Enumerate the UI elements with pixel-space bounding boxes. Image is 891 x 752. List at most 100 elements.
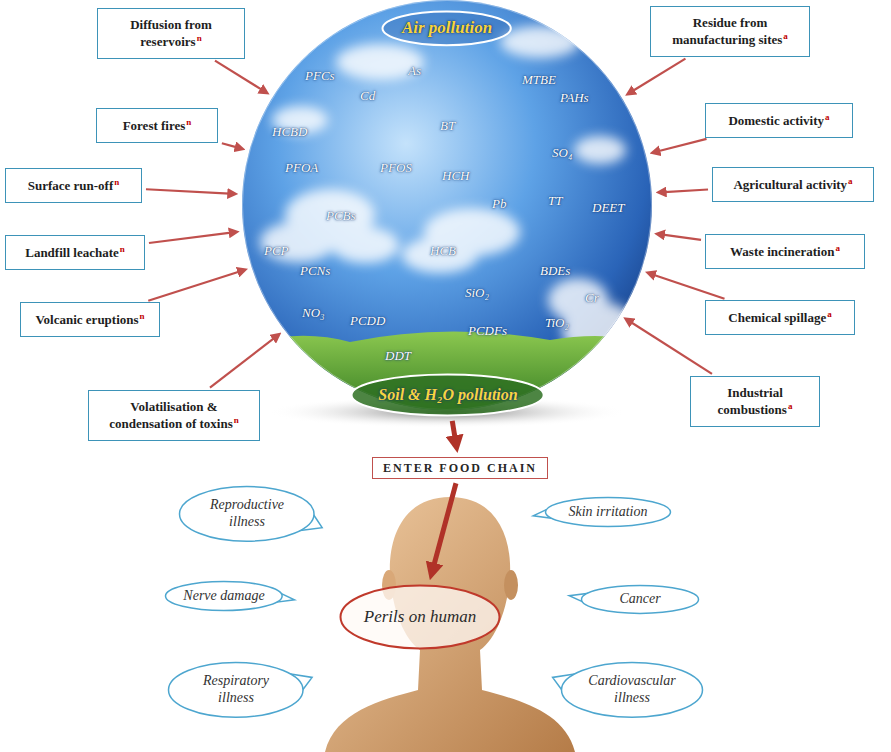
illness-text: Skin irritation — [569, 504, 648, 521]
illness-bubble: Cardiovascular illness — [560, 661, 704, 719]
source-arrow — [146, 189, 230, 193]
source-box: Waste incinerationa — [705, 234, 865, 269]
chemical-label: Cd — [360, 88, 375, 104]
node-ellipse — [546, 498, 671, 527]
source-arrow — [215, 61, 262, 90]
source-arrow — [222, 143, 237, 147]
node-ellipse — [169, 663, 304, 718]
source-type-mark: a — [827, 309, 832, 319]
chemical-label: TiO₂ — [545, 315, 569, 331]
clouds — [260, 26, 638, 358]
soil-water-pollution-oval: Soil & H₂O pollution — [350, 373, 545, 417]
pollution-text: Air pollution — [402, 18, 492, 38]
node-ellipse — [562, 663, 703, 718]
source-type-mark: a — [825, 112, 830, 122]
illness-bubble: Nerve damage — [164, 580, 284, 612]
source-type-mark: n — [120, 244, 125, 254]
chemical-label: PCP — [264, 243, 289, 259]
globe-outline — [243, 1, 652, 410]
source-box: Residue from manufacturing sitesa — [650, 6, 810, 57]
source-box: Agricultural activitya — [712, 167, 874, 202]
air-pollution-oval: Air pollution — [381, 10, 512, 47]
illness-bubble: Respiratory illness — [167, 661, 305, 719]
cloud — [574, 136, 626, 164]
illness-bubble: Skin irritation — [544, 496, 672, 528]
cloud — [336, 44, 424, 80]
node-ellipse — [352, 375, 544, 416]
source-text: Residue from manufacturing sites — [672, 15, 782, 47]
perils-text: Perils on human — [364, 607, 476, 627]
chemical-label: PFCs — [305, 68, 335, 84]
chemical-label: HCBD — [272, 124, 307, 140]
source-arrow — [658, 139, 706, 151]
chemical-label: BT — [440, 118, 455, 134]
illness-text: Reproductive illness — [200, 497, 295, 531]
flow-arrow — [452, 421, 455, 439]
cloud — [260, 222, 336, 262]
chemical-label: BDEs — [540, 263, 570, 279]
pollution-text: Soil & H₂O pollution — [378, 385, 517, 404]
source-type-mark: n — [186, 117, 191, 127]
source-text: Waste incineration — [730, 244, 834, 259]
source-arrow — [149, 233, 231, 243]
node-ellipse — [582, 585, 699, 613]
chemical-label: SO₄ — [552, 145, 572, 161]
illness-text: Respiratory illness — [189, 673, 284, 707]
chemical-label: PCNs — [300, 263, 330, 279]
chemical-label: MTBE — [522, 72, 556, 88]
source-text: Agricultural activity — [733, 177, 847, 192]
chemical-label: SiO₂ — [465, 285, 489, 301]
food-chain-text: ENTER FOOD CHAIN — [383, 461, 537, 475]
chemical-label: HCB — [430, 243, 456, 259]
chemical-label: TT — [548, 193, 562, 209]
source-type-mark: a — [783, 31, 788, 41]
source-box: Chemical spillagea — [705, 300, 855, 335]
source-box: Surface run-offn — [5, 168, 142, 203]
source-text: Domestic activity — [728, 113, 824, 128]
source-text: Volatilisation & condensation of toxins — [109, 399, 233, 431]
cloud — [331, 227, 399, 263]
source-text: Forest fires — [123, 118, 186, 133]
node-ellipse — [166, 582, 283, 611]
source-arrow — [631, 322, 712, 374]
chemical-label: PFOA — [285, 160, 318, 176]
illness-bubble: Cancer — [580, 584, 700, 615]
source-type-mark: n — [114, 177, 119, 187]
cloud — [500, 26, 580, 58]
source-box: Industrial combustionsa — [690, 376, 820, 427]
chemical-label: PCBs — [326, 208, 356, 224]
source-box: Forest firesn — [96, 108, 218, 143]
illness-text: Nerve damage — [183, 588, 264, 605]
human-head — [325, 497, 575, 752]
source-text: Landfill leachate — [25, 245, 119, 260]
source-box: Landfill leachaten — [5, 235, 145, 270]
chemical-label: PAHs — [560, 90, 589, 106]
source-type-mark: n — [197, 33, 202, 43]
source-arrow — [663, 235, 701, 240]
illness-text: Cancer — [619, 591, 660, 608]
flow-arrow — [434, 483, 456, 566]
node-ellipse — [180, 487, 315, 542]
ear — [504, 570, 518, 600]
chemical-label: Cr — [585, 290, 599, 306]
globe-art — [242, 26, 652, 420]
source-type-mark: a — [835, 243, 840, 253]
node-ellipse — [383, 11, 511, 45]
chemical-label: DDT — [385, 348, 411, 364]
source-box: Domestic activitya — [705, 103, 853, 138]
illness-bubble: Reproductive illness — [178, 485, 316, 543]
node-ellipse — [341, 586, 500, 649]
chemical-label: As — [408, 63, 421, 79]
chemical-label: NO₃ — [302, 305, 325, 321]
illness-text: Cardiovascular illness — [582, 673, 682, 707]
chemical-label: Pb — [492, 196, 506, 212]
source-box: Diffusion from reservoirsn — [97, 8, 245, 59]
chemical-label: PCDD — [350, 313, 385, 329]
source-arrow — [653, 275, 724, 299]
chemical-label: DEET — [592, 200, 625, 216]
source-text: Chemical spillage — [728, 310, 826, 325]
perils-oval: Perils on human — [339, 584, 501, 650]
chemical-label: PFOS — [380, 160, 412, 176]
source-type-mark: a — [848, 176, 853, 186]
source-arrow — [148, 271, 239, 300]
